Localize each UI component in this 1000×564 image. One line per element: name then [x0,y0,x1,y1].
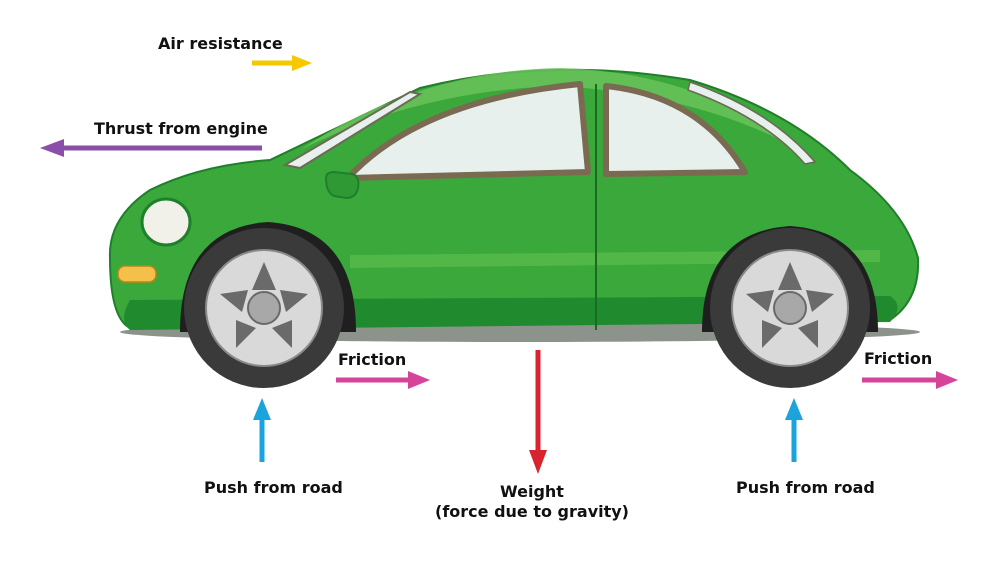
thrust-label: Thrust from engine [94,119,268,138]
friction-front-label: Friction [338,350,407,369]
weight-label-line1: Weight [500,482,564,501]
air-resistance-arrow [252,55,312,71]
rear-wheel [710,228,870,388]
roof-highlight [300,68,800,150]
windshield [282,90,423,170]
push-front-arrow [253,398,271,462]
push-rear-label: Push from road [736,478,875,497]
weight-arrow [529,350,547,474]
push-front-label: Push from road [204,478,343,497]
friction-front-arrow [336,371,430,389]
headlight [140,197,192,247]
push-rear-arrow [785,398,803,462]
friction-rear-label: Friction [864,349,933,368]
rear-glass [687,81,817,165]
front-wheel [184,228,344,388]
indicator-light [117,265,157,283]
car [108,68,920,388]
side-mirror [324,170,360,200]
thrust-arrow [40,139,262,157]
rear-window [603,83,748,177]
friction-rear-arrow [862,371,958,389]
weight-label-line2: (force due to gravity) [435,502,629,521]
front-window [345,81,591,181]
weight-label: Weight (force due to gravity) [435,482,629,522]
air-resistance-label: Air resistance [158,34,283,53]
